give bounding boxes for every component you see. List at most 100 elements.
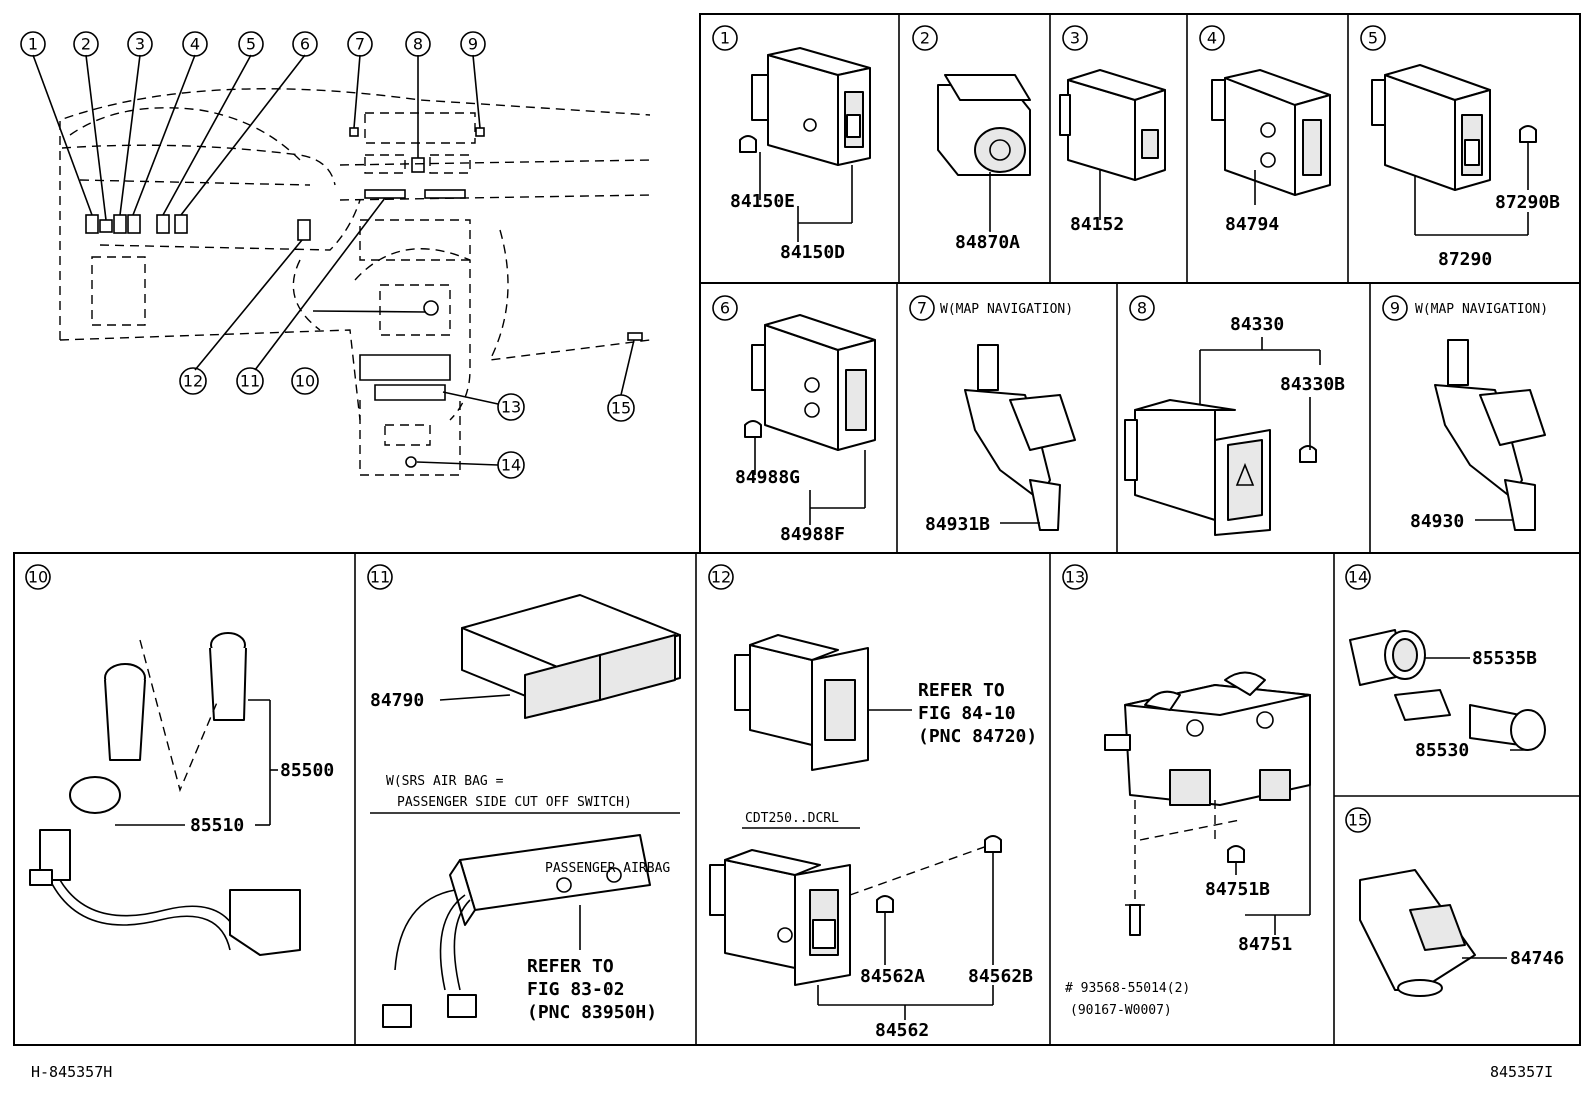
- callout-4: 4: [182, 31, 208, 57]
- svg-text:9: 9: [1390, 299, 1400, 318]
- part-85500: 85500: [280, 760, 334, 781]
- part-84790: 84790: [370, 690, 424, 711]
- svg-text:10: 10: [28, 568, 48, 587]
- switch-84746-illustration: [1359, 869, 1476, 997]
- part-84746: 84746: [1510, 948, 1564, 969]
- switch-84562-illustration: [709, 835, 1002, 986]
- svg-text:4: 4: [1207, 29, 1217, 48]
- svg-text:13: 13: [501, 398, 521, 417]
- part-84794: 84794: [1225, 214, 1279, 235]
- cigar-lighter-harness-illustration: [29, 632, 301, 956]
- svg-text:12: 12: [711, 568, 731, 587]
- callout-8: 8: [405, 31, 431, 57]
- switch-87290-illustration: [1371, 64, 1537, 191]
- callout-6: 6: [292, 31, 318, 57]
- panel-12: 12 REFER TO FIG 84-10 (PNC 84720) CDT250…: [708, 564, 1037, 1041]
- ref-line-3: (PNC 84720): [918, 726, 1037, 747]
- panel-11: 11 84790 W(SRS AIR BAG = PASSENGER SIDE …: [367, 564, 681, 1028]
- svg-text:8: 8: [1137, 299, 1147, 318]
- panel-3: 3 84152: [1059, 25, 1166, 235]
- switch-84988F-illustration: [744, 314, 876, 451]
- switch-84150D-illustration: [739, 47, 871, 166]
- svg-text:6: 6: [300, 35, 310, 54]
- note-map-navigation: W(MAP NAVIGATION): [1415, 302, 1548, 317]
- part-85530: 85530: [1415, 740, 1469, 761]
- callout-1: 1: [20, 31, 46, 57]
- svg-text:7: 7: [355, 35, 365, 54]
- part-87290: 87290: [1438, 249, 1492, 270]
- switch-84790-illustration: [461, 594, 681, 719]
- svg-text:6: 6: [720, 299, 730, 318]
- svg-text:9: 9: [468, 35, 478, 54]
- svg-text:1: 1: [720, 29, 730, 48]
- switch-84794-illustration: [1211, 69, 1331, 196]
- svg-text:2: 2: [920, 29, 930, 48]
- switch-84751-illustration: [1104, 671, 1311, 806]
- part-84988F: 84988F: [780, 524, 845, 545]
- panel-14: 14 85535B 85530: [1345, 564, 1546, 761]
- part-84330B: 84330B: [1280, 374, 1345, 395]
- svg-text:11: 11: [370, 568, 390, 587]
- svg-text:15: 15: [611, 399, 631, 418]
- cable-switch-84930-illustration: [1434, 339, 1546, 531]
- part-84330: 84330: [1230, 314, 1284, 335]
- part-84930: 84930: [1410, 511, 1464, 532]
- callout-13: 13: [497, 393, 525, 421]
- airbag-cutoff-switch-illustration: PASSENGER AIRBAG: [382, 834, 670, 1028]
- part-84150D: 84150D: [780, 242, 845, 263]
- callout-3: 3: [127, 31, 153, 57]
- callout-2: 2: [73, 31, 99, 57]
- ref-line-1: REFER TO: [918, 680, 1005, 701]
- part-84562B: 84562B: [968, 966, 1033, 987]
- panel-1: 1 84150E 84150D: [712, 25, 871, 263]
- panel-7: 7 W(MAP NAVIGATION) 84931B: [909, 295, 1076, 535]
- svg-text:7: 7: [917, 299, 927, 318]
- panel-8: 8 84330 84330B: [1124, 295, 1345, 536]
- part-84931B: 84931B: [925, 514, 990, 535]
- part-84152: 84152: [1070, 214, 1124, 235]
- svg-text:8: 8: [413, 35, 423, 54]
- drawing-code-left: H-845357H: [31, 1063, 113, 1081]
- note-cdt250-dcrl: CDT250..DCRL: [745, 811, 839, 826]
- callout-12: 12: [179, 367, 207, 395]
- part-87290B: 87290B: [1495, 192, 1560, 213]
- svg-text:3: 3: [1070, 29, 1080, 48]
- panel-2: 2 84870A: [912, 25, 1031, 253]
- ref-line-2: FIG 84-10: [918, 703, 1016, 724]
- power-outlet-illustration: [1349, 629, 1546, 751]
- bolt-note: # 93568-55014(2): [1065, 981, 1190, 996]
- panel-10: 10 85500 85510: [25, 564, 334, 956]
- svg-text:5: 5: [246, 35, 256, 54]
- panel-grid: [13, 13, 1581, 1046]
- svg-text:3: 3: [135, 35, 145, 54]
- note-map-navigation: W(MAP NAVIGATION): [940, 302, 1073, 317]
- callout-7: 7: [347, 31, 373, 57]
- svg-text:11: 11: [240, 372, 260, 391]
- ref-line-2: FIG 83-02: [527, 979, 625, 1000]
- part-84988G: 84988G: [735, 467, 800, 488]
- note-srs-airbag: W(SRS AIR BAG =: [386, 774, 504, 789]
- part-84150E: 84150E: [730, 191, 795, 212]
- ref-line-3: (PNC 83950H): [527, 1002, 657, 1023]
- svg-text:5: 5: [1368, 29, 1378, 48]
- panel-4: 4 84794: [1199, 25, 1331, 235]
- note-cutoff-switch: PASSENGER SIDE CUT OFF SWITCH): [397, 795, 632, 810]
- svg-text:2: 2: [81, 35, 91, 54]
- dashboard-overview: [32, 54, 651, 476]
- part-85510: 85510: [190, 815, 244, 836]
- part-84870A: 84870A: [955, 232, 1020, 253]
- svg-text:1: 1: [28, 35, 38, 54]
- svg-text:15: 15: [1348, 811, 1368, 830]
- svg-text:10: 10: [295, 372, 315, 391]
- drawing-code-right: 845357I: [1490, 1063, 1554, 1081]
- svg-text:13: 13: [1065, 568, 1085, 587]
- cable-switch-84931B-illustration: [964, 344, 1076, 531]
- callout-11: 11: [236, 367, 264, 395]
- mirror-switch-illustration: [937, 74, 1031, 176]
- callout-14: 14: [497, 451, 525, 479]
- hazard-switch-illustration: [1124, 399, 1317, 536]
- part-84562A: 84562A: [860, 966, 925, 987]
- panel-15: 15 84746: [1345, 807, 1564, 997]
- panel-5: 5 87290B 87290: [1360, 25, 1560, 270]
